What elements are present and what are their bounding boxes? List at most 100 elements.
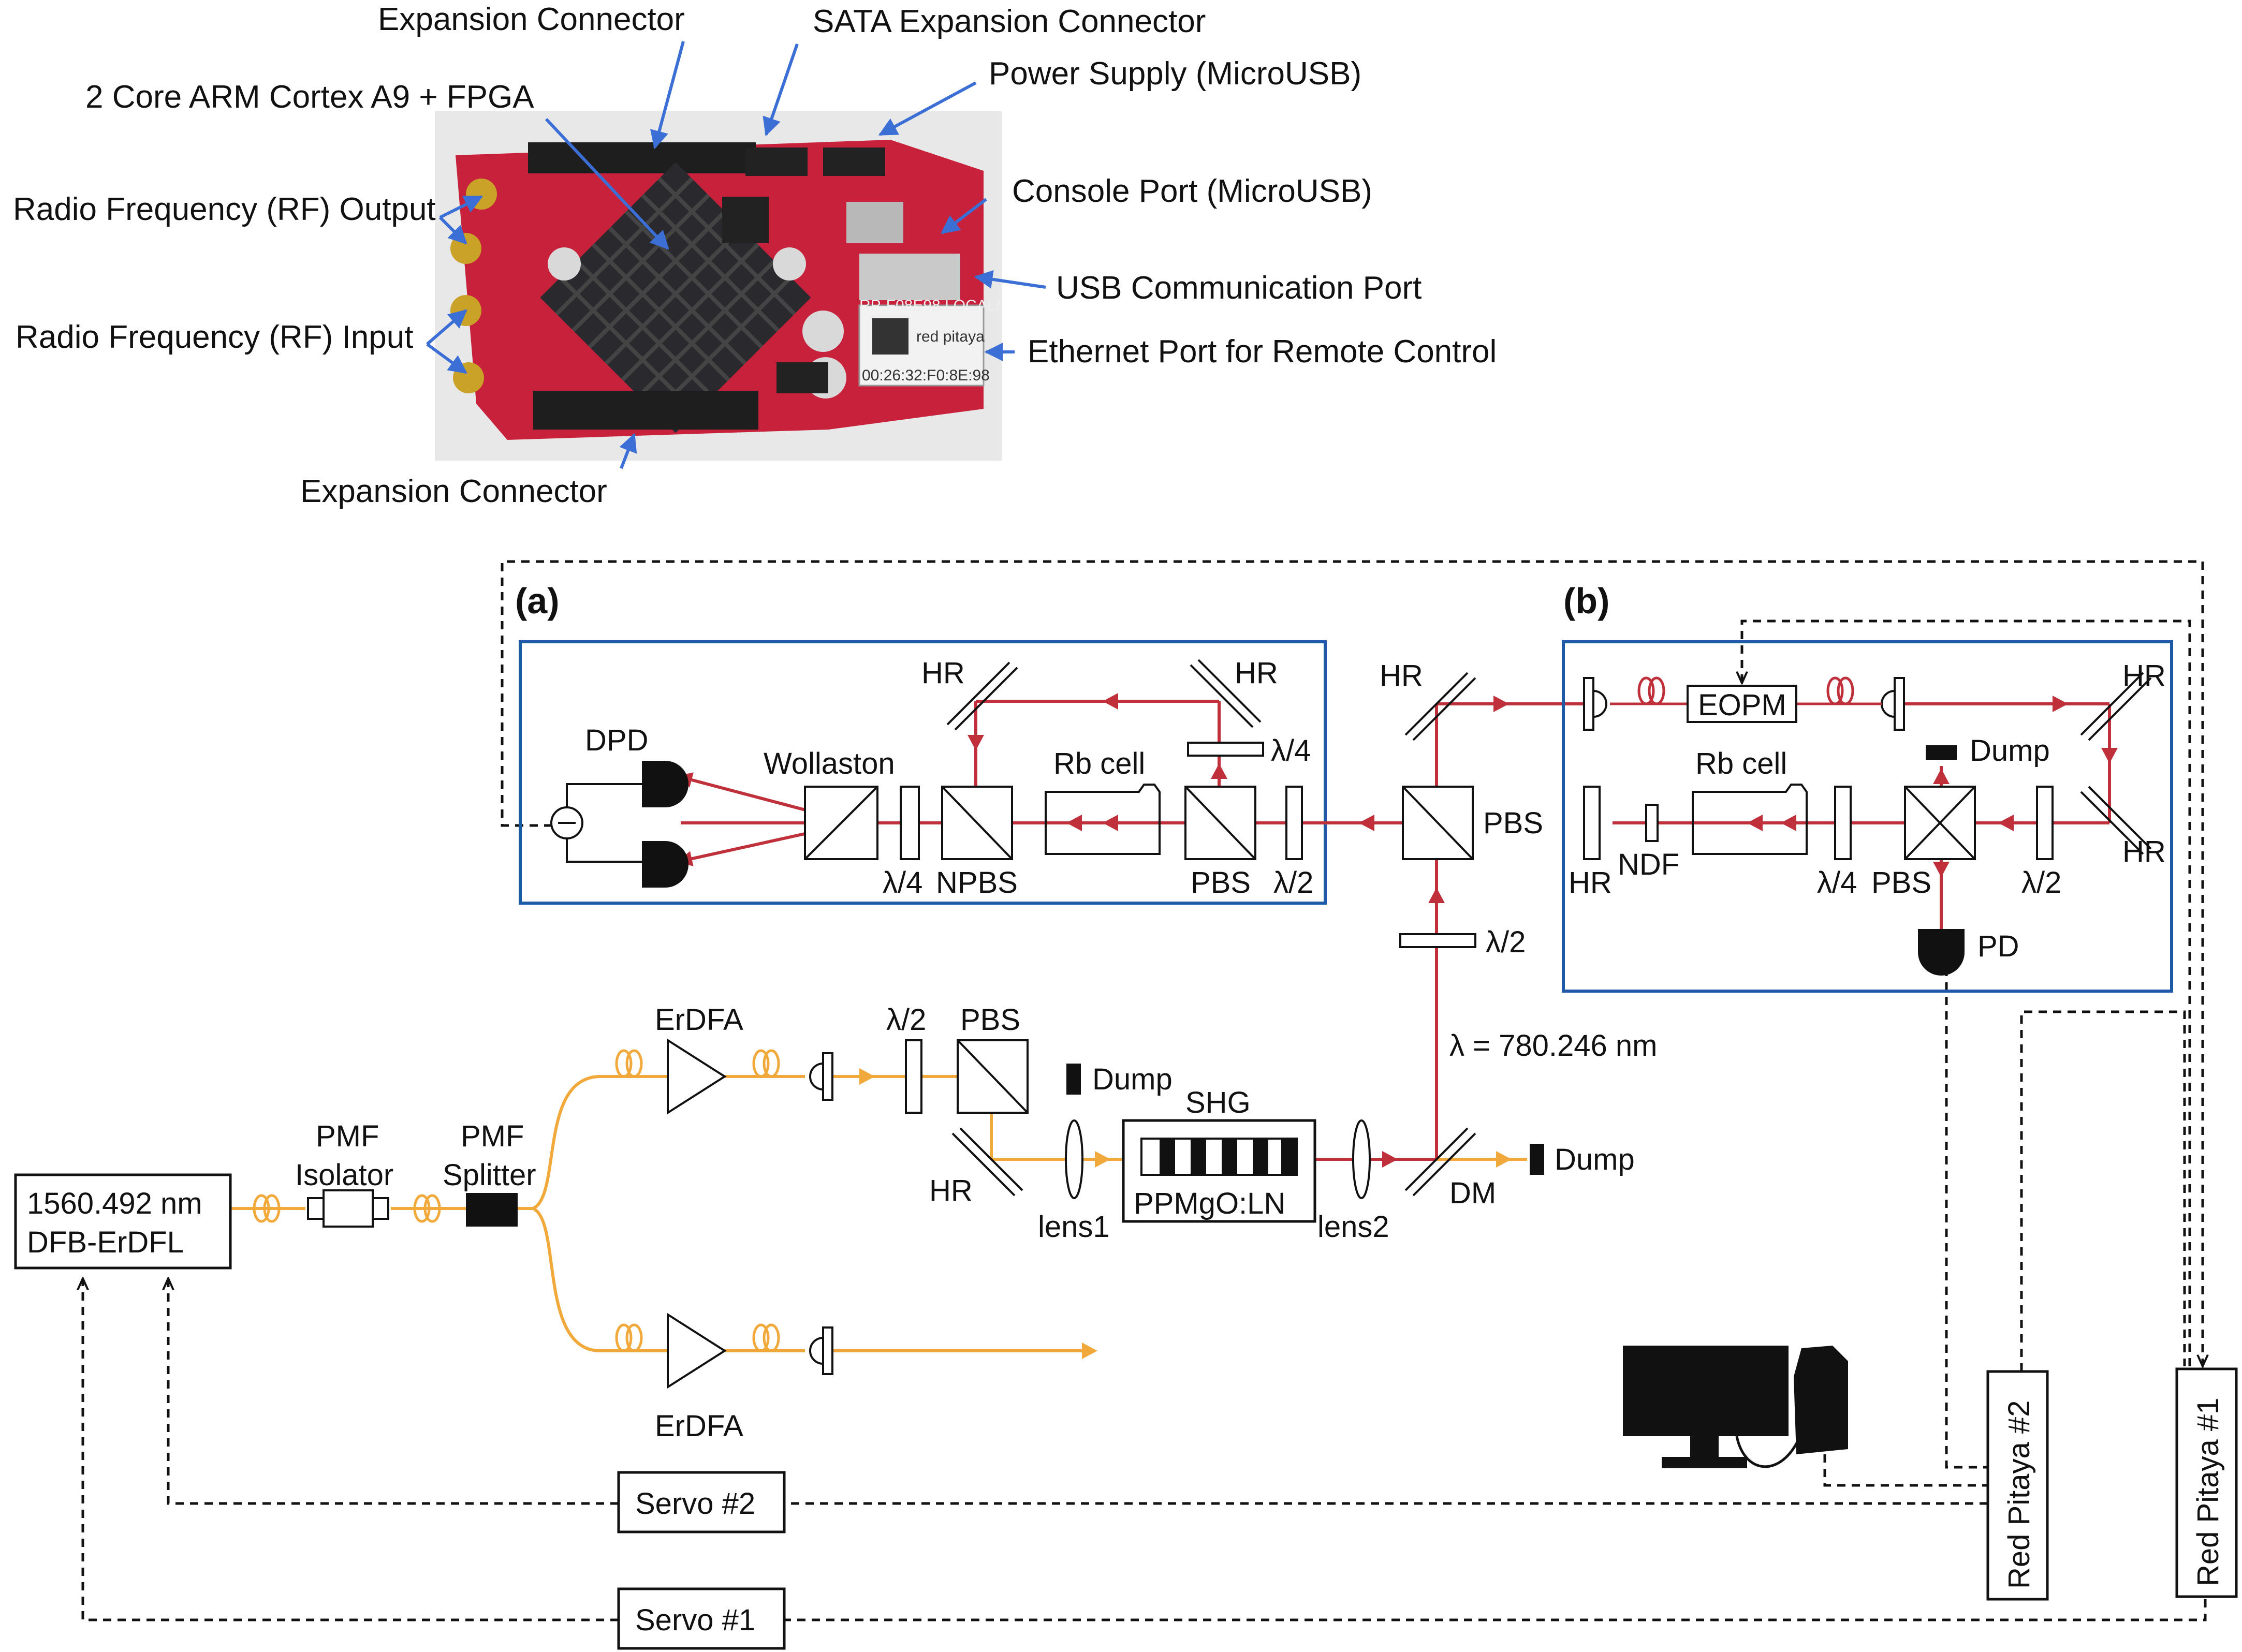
label-isolator-line2: Isolator	[295, 1158, 393, 1192]
hwp-a	[1285, 786, 1303, 860]
label-crystal: PPMgO:LN	[1134, 1187, 1285, 1220]
npbs	[941, 786, 1013, 860]
erdfa-top	[667, 1038, 727, 1115]
ndf	[1645, 804, 1659, 842]
wollaston-prism	[804, 786, 878, 860]
isolator	[307, 1189, 389, 1228]
lens2	[1352, 1119, 1371, 1199]
hr-mirror-shg	[959, 1127, 1023, 1191]
laser-box	[14, 1173, 232, 1270]
label-splitter-line2: Splitter	[443, 1158, 536, 1192]
label-pbs-b: PBS	[1871, 866, 1931, 899]
collimator-bottom	[809, 1326, 833, 1375]
label-dump-b: Dump	[1970, 734, 2050, 768]
label-qwp-a: λ/4	[883, 866, 922, 899]
fiber-coupler-b1	[1583, 677, 1607, 731]
sata-connector-1	[745, 148, 808, 176]
label-hr-b-left: HR	[1569, 866, 1612, 899]
label-hwp-center: λ/2	[1486, 925, 1526, 959]
hwp-shg	[905, 1039, 922, 1114]
label-qwp-top-a: λ/4	[1271, 734, 1311, 768]
label-erdfa-top: ErDFA	[655, 1003, 743, 1037]
fiber-coil-b	[1637, 676, 1854, 705]
label-wavelength: λ = 780.246 nm	[1449, 1029, 1657, 1063]
panel-b-beam-arrows	[1747, 696, 2118, 877]
eopm	[1687, 685, 1797, 723]
hr-mirror-center	[1404, 672, 1469, 736]
label-lens1: lens1	[1038, 1210, 1110, 1244]
console-port	[846, 202, 903, 243]
panel-a-beam-arrows	[968, 693, 1374, 831]
panel-a-beams	[677, 700, 1437, 866]
label-hr-center: HR	[1380, 659, 1423, 692]
label-power-supply: Power Supply (MicroUSB)	[989, 56, 1361, 92]
label-red-pitaya-1: Red Pitaya #1	[2191, 1398, 2225, 1586]
fiber-coils	[253, 1049, 780, 1352]
label-lens2: lens2	[1317, 1210, 1389, 1244]
erdfa-bottom	[667, 1312, 727, 1389]
label-dump-1: Dump	[1092, 1063, 1173, 1096]
panel-a-tag: (a)	[515, 581, 560, 621]
pbs-shg	[957, 1039, 1029, 1114]
label-pbs-a: PBS	[1191, 866, 1251, 899]
hwp-center	[1399, 933, 1476, 948]
feedback-lines	[83, 560, 2205, 1621]
label-expansion-connector-bottom: Expansion Connector	[300, 474, 607, 509]
label-eopm: EOPM	[1698, 688, 1786, 722]
label-hwp-a: λ/2	[1273, 866, 1313, 899]
usb-port	[859, 254, 960, 300]
label-usb-port: USB Communication Port	[1056, 270, 1422, 306]
label-dm: DM	[1449, 1176, 1496, 1210]
hr-mirror-b-left	[1583, 786, 1601, 860]
brand-text: red pitaya	[916, 328, 985, 345]
label-hwp-b: λ/2	[2021, 866, 2061, 899]
red-pitaya-1	[2175, 1367, 2238, 1598]
label-hr-a1: HR	[921, 656, 965, 690]
splitter	[466, 1193, 518, 1227]
board-photo: RP-F08E98.LOCAL/ 00:26:32:F0:8E:98 red p…	[435, 111, 1002, 461]
label-sata-connector: SATA Expansion Connector	[813, 4, 1206, 39]
label-laser-line1: 1560.492 nm	[27, 1187, 202, 1220]
rb-cell-a	[1045, 784, 1161, 855]
qwp-b	[1834, 786, 1852, 860]
label-shg: SHG	[1185, 1086, 1251, 1119]
beam-dump-1	[1066, 1064, 1081, 1095]
label-hr-shg: HR	[929, 1174, 973, 1207]
label-hr-a2: HR	[1235, 656, 1278, 690]
label-pbs-center: PBS	[1483, 806, 1543, 840]
label-rbcell-a: Rb cell	[1053, 747, 1145, 780]
pbs-center	[1402, 786, 1474, 860]
label-ndf: NDF	[1618, 848, 1679, 881]
hr-mirror-b2	[2080, 791, 2144, 855]
hr-mirror-b1	[2080, 672, 2144, 736]
label-pbs-shg: PBS	[960, 1003, 1020, 1037]
beam-dump-2	[1530, 1144, 1544, 1175]
rb-cell-b	[1692, 784, 1808, 855]
expansion-connector-top	[528, 142, 756, 173]
fiber-coupler-b2	[1881, 677, 1905, 731]
label-qwp-b: λ/4	[1817, 866, 1857, 899]
callout-arrows	[426, 41, 1046, 469]
beam-dump-b	[1926, 745, 1957, 760]
label-dpd: DPD	[585, 724, 648, 757]
label-cpu: 2 Core ARM Cortex A9 + FPGA	[85, 79, 534, 115]
label-pd: PD	[1977, 930, 2019, 963]
label-hwp-shg: λ/2	[886, 1003, 926, 1037]
label-servo-1: Servo #1	[635, 1603, 755, 1637]
label-erdfa-bottom: ErDFA	[655, 1409, 743, 1443]
label-hr-b1: HR	[2122, 659, 2166, 692]
servo-1-box	[617, 1587, 786, 1650]
hwp-b	[2036, 786, 2054, 860]
label-dump-2: Dump	[1555, 1143, 1635, 1176]
qwp-top-a	[1187, 742, 1264, 757]
hr-mirror-a1	[946, 661, 1010, 726]
callout-labels: Expansion Connector SATA Expansion Conne…	[13, 2, 1497, 509]
label-splitter-line1: PMF	[461, 1119, 524, 1153]
label-rbcell-b: Rb cell	[1695, 747, 1787, 780]
panel-b-border	[1562, 640, 2173, 993]
label-console-port: Console Port (MicroUSB)	[1012, 173, 1372, 209]
label-servo-2: Servo #2	[635, 1487, 755, 1521]
hr-mirror-a2	[1190, 664, 1254, 728]
computer-icon	[1623, 1346, 1848, 1468]
